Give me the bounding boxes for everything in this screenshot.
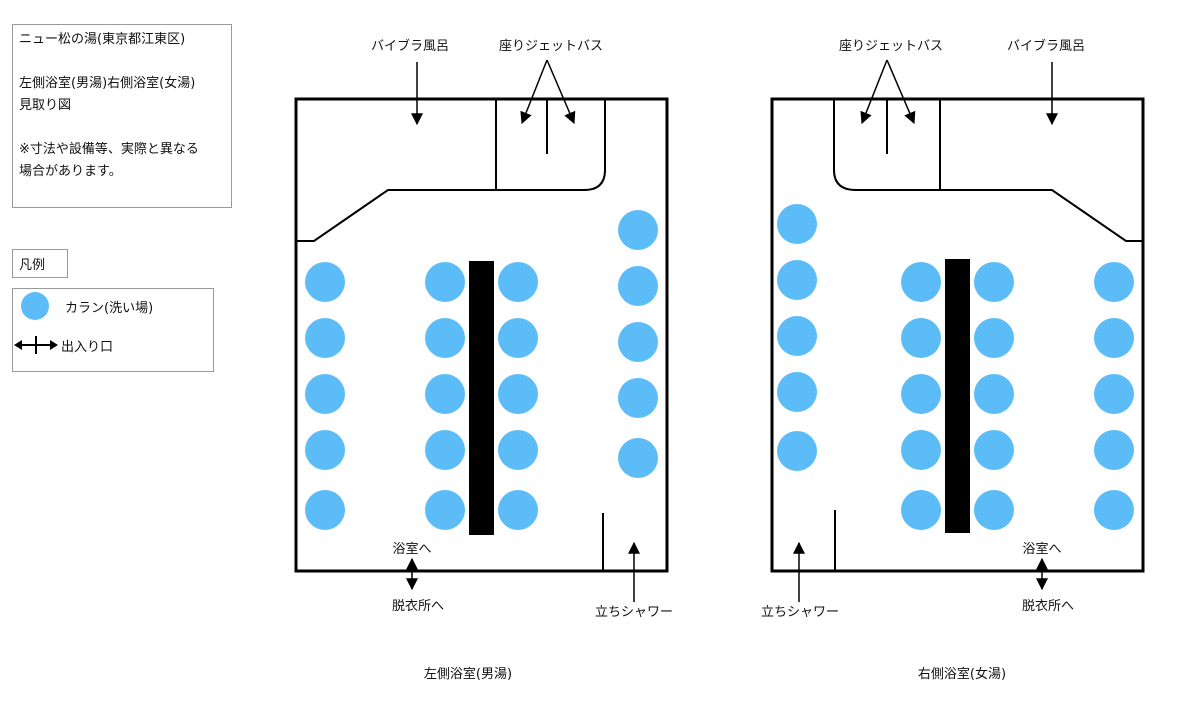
right-bath: 座りジェットバス バイブラ風呂 立ちシャワー 浴室へ 脱衣所へ 右側浴室(女湯) xyxy=(761,38,1145,682)
right-jet-label: 座りジェットバス xyxy=(839,39,943,54)
faucet xyxy=(425,490,465,530)
right-bath-outline xyxy=(770,97,1145,573)
faucet xyxy=(777,431,817,471)
faucet xyxy=(498,490,538,530)
faucet xyxy=(901,262,941,302)
faucet xyxy=(618,378,658,418)
faucet xyxy=(974,374,1014,414)
faucet xyxy=(777,316,817,356)
legend-faucet-label: カラン(洗い場) xyxy=(65,300,154,316)
faucet xyxy=(1094,430,1134,470)
faucet xyxy=(305,262,345,302)
faucet xyxy=(1094,490,1134,530)
faucet xyxy=(618,322,658,362)
legend-title-box: 凡例 xyxy=(12,249,68,278)
faucet xyxy=(305,430,345,470)
faucet xyxy=(974,430,1014,470)
faucet xyxy=(425,262,465,302)
right-jet-arrow-left xyxy=(860,59,888,125)
faucet xyxy=(901,430,941,470)
left-jet-bath-edge xyxy=(496,99,606,191)
right-faucets xyxy=(777,204,1134,530)
left-vibra-label: バイブラ風呂 xyxy=(371,38,449,54)
faucet xyxy=(777,260,817,300)
legend-entrance-row: 出入り口 xyxy=(13,333,113,357)
faucet xyxy=(498,374,538,414)
info-box: ニュー松の湯(東京都江東区) 左側浴室(男湯)右側浴室(女湯) 見取り図 ※寸法… xyxy=(12,24,232,208)
left-bath-caption: 左側浴室(男湯) xyxy=(424,666,512,682)
faucet xyxy=(305,374,345,414)
faucet xyxy=(425,430,465,470)
faucet-icon xyxy=(21,292,49,320)
faucet xyxy=(974,262,1014,302)
entrance-arrow-icon xyxy=(14,336,58,354)
right-jet-arrow-right xyxy=(886,59,916,125)
right-shower-label: 立ちシャワー xyxy=(761,605,839,620)
faucet xyxy=(305,318,345,358)
faucet xyxy=(777,372,817,412)
info-title: ニュー松の湯(東京都江東区) xyxy=(19,32,186,47)
info-note-2: 場合があります。 xyxy=(19,164,122,179)
legend-title: 凡例 xyxy=(19,258,46,273)
right-jet-bath-edge xyxy=(833,99,940,191)
faucet xyxy=(1094,374,1134,414)
faucet xyxy=(498,430,538,470)
legend-box: カラン(洗い場) 出入り口 xyxy=(12,288,214,372)
faucet xyxy=(1094,262,1134,302)
left-jet-arrow-left xyxy=(520,59,548,125)
faucet xyxy=(974,490,1014,530)
left-to-dressing-label: 脱衣所へ xyxy=(392,598,444,614)
left-bath-outline xyxy=(294,97,669,573)
info-line-3: 見取り図 xyxy=(19,98,72,113)
faucet xyxy=(425,318,465,358)
info-line-2: 左側浴室(男湯)右側浴室(女湯) xyxy=(19,76,196,91)
faucet xyxy=(618,210,658,250)
faucet xyxy=(974,318,1014,358)
faucet xyxy=(901,374,941,414)
left-jet-label: 座りジェットバス xyxy=(499,39,603,54)
right-to-dressing-label: 脱衣所へ xyxy=(1022,598,1074,614)
left-to-bath-label: 浴室へ xyxy=(392,541,431,557)
left-faucets xyxy=(305,210,658,530)
faucet xyxy=(618,266,658,306)
left-vibra-bath-edge xyxy=(296,189,496,242)
faucet xyxy=(498,262,538,302)
right-vibra-label: バイブラ風呂 xyxy=(1007,38,1085,54)
right-center-partition xyxy=(945,259,970,533)
right-bath-caption: 右側浴室(女湯) xyxy=(918,666,1006,682)
faucet xyxy=(425,374,465,414)
faucet xyxy=(1094,318,1134,358)
legend-entrance-label: 出入り口 xyxy=(61,339,114,355)
faucet xyxy=(777,204,817,244)
faucet xyxy=(618,438,658,478)
left-shower-label: 立ちシャワー xyxy=(595,605,673,620)
left-jet-arrow-right xyxy=(546,59,576,125)
legend-faucet-row: カラン(洗い場) xyxy=(13,292,153,320)
right-to-bath-label: 浴室へ xyxy=(1022,541,1061,557)
left-bath: バイブラ風呂 座りジェットバス 浴室へ 脱衣所へ 立ちシャワー 左側浴室(男湯) xyxy=(294,38,673,682)
faucet xyxy=(498,318,538,358)
faucet xyxy=(901,490,941,530)
right-vibra-bath-edge xyxy=(940,189,1143,242)
left-center-partition xyxy=(469,261,494,535)
info-note-1: ※寸法や設備等、実際と異なる xyxy=(19,142,199,157)
faucet xyxy=(305,490,345,530)
faucet xyxy=(901,318,941,358)
